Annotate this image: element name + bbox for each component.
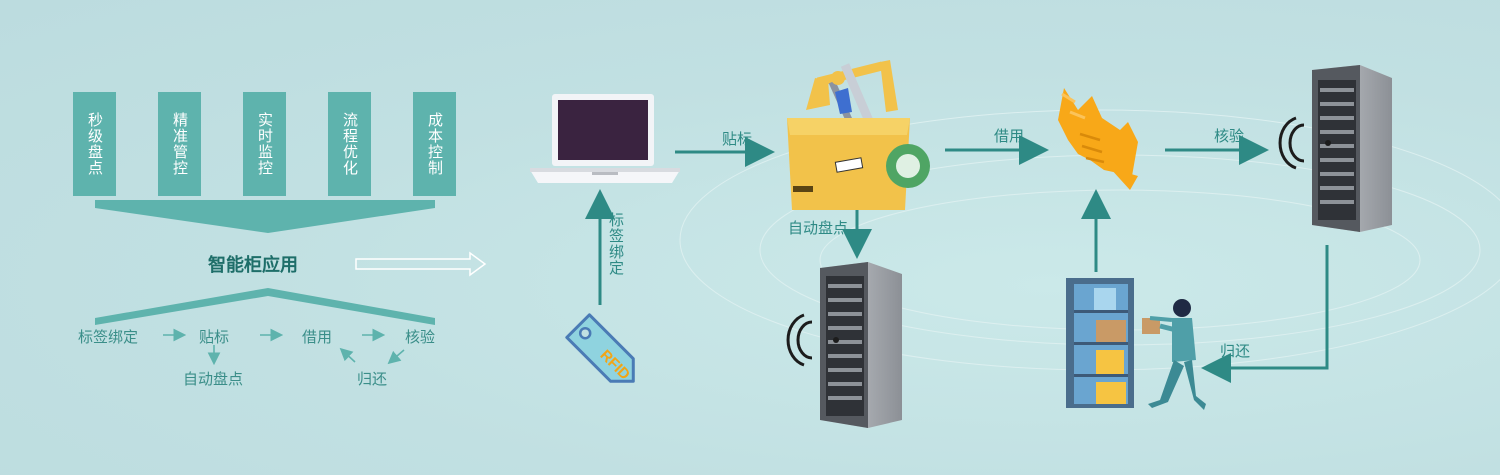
feature-label: 秒级盘点: [86, 112, 104, 176]
label-bind: 标签绑定: [607, 212, 625, 276]
cabinet-right-graphic: [1278, 65, 1392, 232]
hollow-arrow: [355, 251, 487, 277]
funnel-bottom-shape: [95, 288, 435, 325]
feature-label: 精准管控: [171, 112, 189, 176]
feature-box-1: 秒级盘点: [73, 92, 116, 196]
feature-label: 实时监控: [256, 112, 274, 176]
cabinet-lower-graphic: [786, 262, 902, 428]
person-graphic: [1142, 299, 1206, 410]
feature-box-2: 精准管控: [158, 92, 201, 196]
mini-flow-step-bind: 标签绑定: [78, 328, 139, 346]
feature-label: 流程优化: [341, 112, 359, 176]
label-verify: 核验: [1214, 127, 1245, 145]
borrow-hand-graphic: [1058, 88, 1138, 190]
label-borrow: 借用: [994, 127, 1025, 145]
label-tagging: 贴标: [722, 130, 753, 148]
toolbox-graphic: [787, 60, 930, 210]
rfid-tag-graphic: RFID: [565, 313, 635, 384]
mini-flow-step-verify: 核验: [405, 328, 436, 346]
app-title: 智能柜应用: [208, 255, 298, 276]
mini-flow-step-borrow: 借用: [302, 328, 333, 346]
mini-flow-arrows: [163, 328, 405, 366]
shelf-graphic: [1066, 278, 1134, 408]
label-auto-inventory: 自动盘点: [788, 219, 849, 237]
feature-label: 成本控制: [426, 112, 444, 176]
feature-box-4: 流程优化: [328, 92, 371, 196]
main-arrows: [585, 135, 1329, 383]
mini-flow-sub-auto: 自动盘点: [183, 370, 244, 388]
label-return: 归还: [1220, 342, 1251, 360]
mini-flow-sub-return: 归还: [357, 370, 388, 388]
laptop-graphic: [530, 94, 680, 183]
funnel-top-shape: [95, 200, 435, 233]
feature-box-5: 成本控制: [413, 92, 456, 196]
feature-box-3: 实时监控: [243, 92, 286, 196]
mini-flow-step-tagging: 贴标: [199, 328, 230, 346]
